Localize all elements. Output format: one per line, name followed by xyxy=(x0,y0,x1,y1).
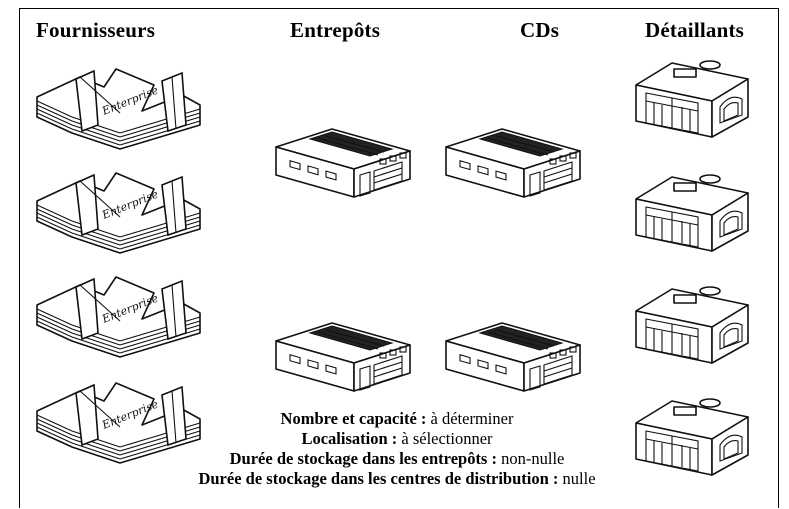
caption-label: Nombre et capacité : xyxy=(280,409,427,428)
retailer-shop-icon xyxy=(635,60,749,138)
caption-value: non-nulle xyxy=(501,449,565,468)
caption-label: Durée de stockage dans les centres de di… xyxy=(198,469,559,488)
supplier-building-icon: Enterprise xyxy=(36,276,201,358)
caption-value: nulle xyxy=(562,469,596,488)
warehouse-building-icon xyxy=(275,322,411,392)
retailer-shop-icon xyxy=(635,286,749,364)
column-header-warehouses: Entrepôts xyxy=(290,18,381,42)
caption-location: Localisation : à sélectionner xyxy=(18,429,776,449)
caption-dc-storage-duration: Durée de stockage dans les centres de di… xyxy=(18,469,776,489)
column-header-retailers: Détaillants xyxy=(645,18,745,42)
caption-warehouse-storage-duration: Durée de stockage dans les entrepôts : n… xyxy=(18,449,776,469)
supplier-building-icon: Enterprise xyxy=(36,382,201,464)
caption-value: à déterminer xyxy=(430,409,514,428)
caption-number-capacity: Nombre et capacité : à déterminer xyxy=(18,409,776,429)
distribution-center-icon xyxy=(445,128,581,198)
warehouse-building-icon xyxy=(275,128,411,198)
retailer-shop-icon xyxy=(635,398,749,476)
caption-value: à sélectionner xyxy=(401,429,493,448)
diagram-frame: Fournisseurs Entrepôts CDs Détaillants E… xyxy=(19,8,779,508)
supplier-building-icon: Enterprise xyxy=(36,172,201,254)
distribution-center-icon xyxy=(445,322,581,392)
retailer-shop-icon xyxy=(635,174,749,252)
column-header-dcs: CDs xyxy=(520,18,560,42)
caption-label: Durée de stockage dans les entrepôts : xyxy=(229,449,497,468)
caption-label: Localisation : xyxy=(301,429,398,448)
column-header-suppliers: Fournisseurs xyxy=(36,18,156,42)
supplier-building-icon: Enterprise xyxy=(36,68,201,150)
